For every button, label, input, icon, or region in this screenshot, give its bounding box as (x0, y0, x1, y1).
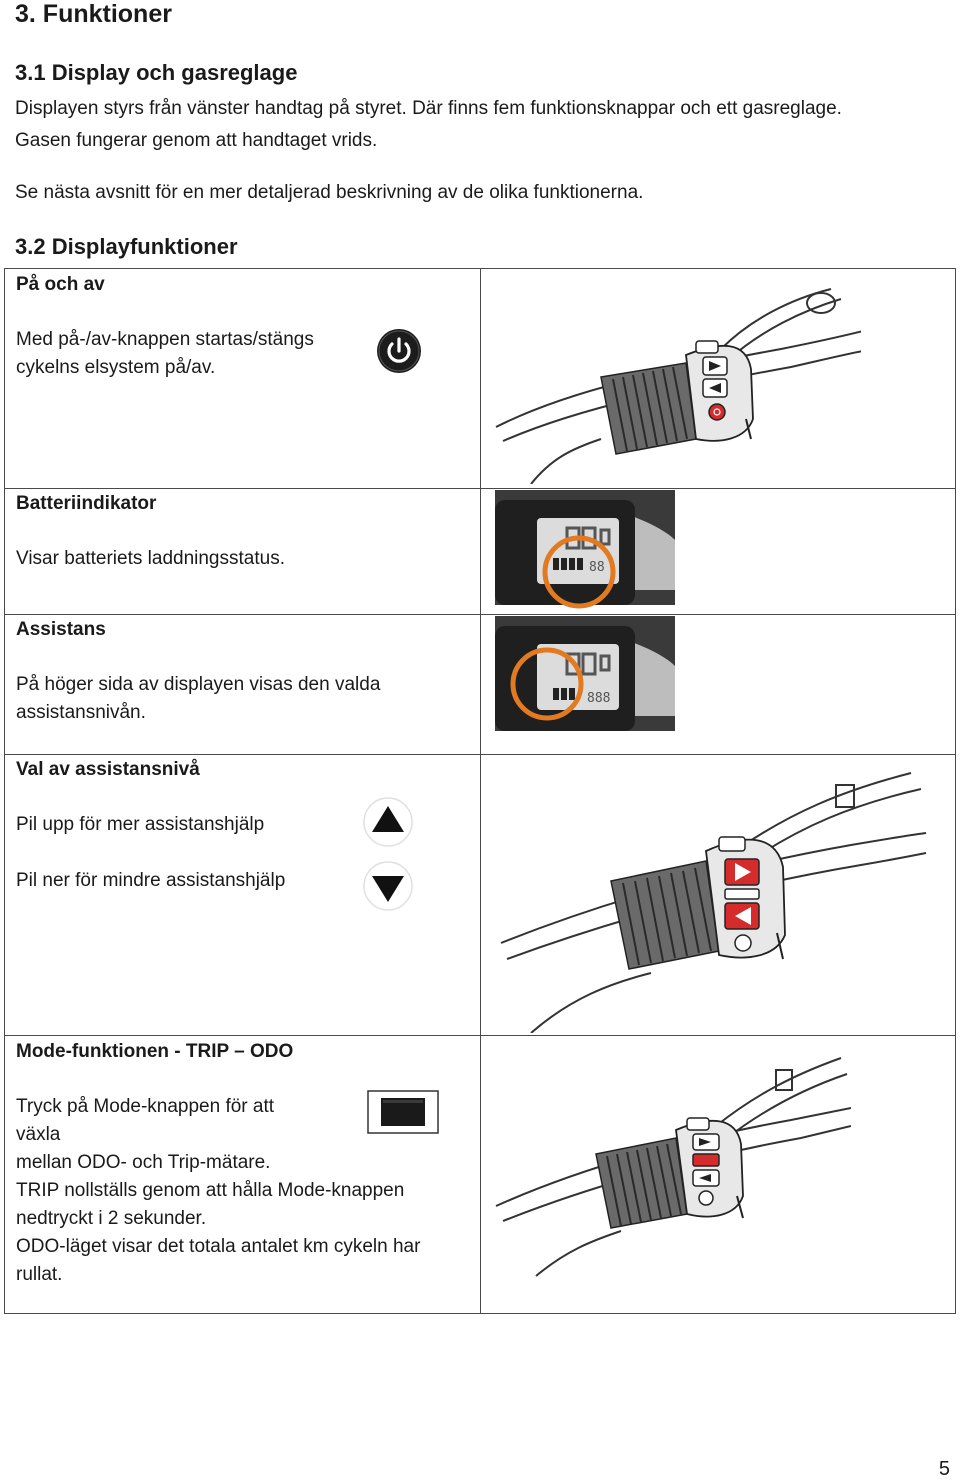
battery-desc-1: Visar batteriets laddningsstatus. (16, 548, 285, 569)
intro-line-2: Gasen fungerar genom att handtaget vrids… (15, 130, 378, 151)
assist-desc-1: På höger sida av displayen visas den val… (16, 674, 381, 695)
battery-text-cell: Batteriindikator Visar batteriets laddni… (4, 488, 481, 615)
battery-image-cell: 88 (480, 488, 956, 615)
level-title: Val av assistansnivå (16, 759, 200, 780)
battery-title: Batteriindikator (16, 493, 157, 514)
page-heading: 3. Funktioner (15, 0, 172, 28)
level-up-desc: Pil upp för mer assistanshjälp (16, 814, 265, 835)
svg-text:888: 888 (587, 691, 610, 706)
mode-text-cell: Mode-funktionen - TRIP – ODO Tryck på Mo… (4, 1035, 481, 1314)
mode-desc-1: Tryck på Mode-knappen för att (16, 1096, 275, 1117)
arrow-down-icon (363, 861, 413, 911)
page-number: 5 (938, 1458, 950, 1480)
functions-table: På och av Med på-/av-knappen startas/stä… (4, 268, 956, 1314)
level-text-cell: Val av assistansnivå Pil upp för mer ass… (4, 754, 481, 1036)
power-desc-1: Med på-/av-knappen startas/stängs (16, 329, 314, 350)
mode-desc-2: växla (16, 1124, 61, 1145)
battery-highlight-ring (542, 535, 616, 609)
assist-desc-2: assistansnivån. (16, 702, 146, 723)
mode-desc-7: rullat. (16, 1264, 63, 1285)
power-title: På och av (16, 274, 105, 295)
power-desc-2: cykelns elsystem på/av. (16, 357, 216, 378)
intro-line-3: Se nästa avsnitt för en mer detaljerad b… (15, 182, 644, 203)
assist-title: Assistans (16, 619, 106, 640)
svg-text:88: 88 (589, 560, 605, 575)
mode-desc-5: nedtryckt i 2 sekunder. (16, 1208, 207, 1229)
assist-highlight-ring (510, 647, 584, 721)
assist-image-cell: 888 (480, 614, 956, 755)
power-image-cell (480, 268, 956, 489)
mode-button-icon (367, 1090, 439, 1134)
intro-line-1: Displayen styrs från vänster handtag på … (15, 98, 842, 119)
arrow-up-icon (363, 797, 413, 847)
power-icon (377, 329, 421, 373)
mode-desc-3: mellan ODO- och Trip-mätare. (16, 1152, 271, 1173)
assist-text-cell: Assistans På höger sida av displayen vis… (4, 614, 481, 755)
mode-title: Mode-funktionen - TRIP – ODO (16, 1041, 294, 1062)
mode-image-cell (480, 1035, 956, 1314)
mode-desc-6: ODO-läget visar det totala antalet km cy… (16, 1236, 421, 1257)
level-down-desc: Pil ner för mindre assistanshjälp (16, 870, 286, 891)
section-title-display-functions: 3.2 Displayfunktioner (15, 234, 238, 259)
handlebar-control-image-mode (495, 1057, 851, 1277)
level-image-cell (480, 754, 956, 1036)
mode-desc-4: TRIP nollställs genom att hålla Mode-kna… (16, 1180, 405, 1201)
section-title-display-throttle: 3.1 Display och gasreglage (15, 60, 298, 85)
battery-display-image: 88 (495, 490, 675, 609)
assist-display-image: 888 (495, 616, 675, 731)
power-text-cell: På och av Med på-/av-knappen startas/stä… (4, 268, 481, 489)
handlebar-control-image-level (500, 772, 927, 1033)
handlebar-control-image-power (495, 288, 861, 484)
